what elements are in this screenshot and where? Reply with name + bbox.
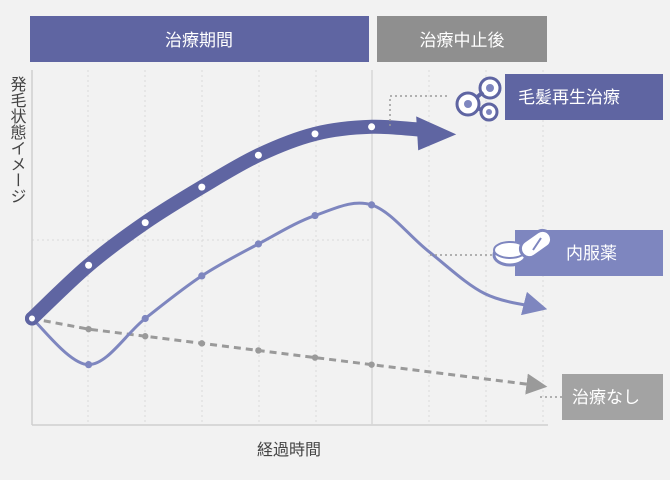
- data-point-hair-4: [254, 151, 262, 159]
- y-axis-label: 発毛状態イメージ: [8, 76, 27, 204]
- series-layer: [25, 116, 548, 395]
- phase-header: 治療期間 治療中止後: [30, 16, 547, 62]
- x-axis-label: 経過時間: [257, 440, 321, 459]
- legend-box-hair: [505, 74, 663, 120]
- legend-label-none: 治療なし: [572, 388, 640, 408]
- data-point-none-2: [198, 340, 205, 347]
- data-point-hair-1: [85, 261, 93, 269]
- data-point-none-4: [311, 354, 319, 361]
- series-arrowhead-hair: [416, 116, 457, 151]
- data-point-hair-2: [141, 219, 149, 227]
- molecule-icon: [455, 76, 502, 122]
- data-point-hair-0: [25, 311, 39, 326]
- series-line-none: [31, 317, 548, 395]
- legend-connectors: [389, 95, 562, 398]
- data-point-none-5: [368, 361, 375, 368]
- icons: [455, 76, 554, 267]
- series-line-hair: [25, 119, 436, 326]
- phase-bar-after: [377, 16, 547, 62]
- phase-label-after: 治療中止後: [420, 31, 505, 51]
- molecule-core-large: [464, 100, 472, 108]
- data-point-oral-1: [141, 314, 149, 323]
- legend-connector-hair: [389, 95, 450, 126]
- molecule-bond-2: [476, 106, 483, 112]
- data-point-oral-0: [85, 361, 93, 369]
- series-0: [25, 116, 457, 326]
- data-point-hair-6: [368, 123, 376, 131]
- data-point-oral-3: [254, 240, 262, 248]
- phase-label-treatment: 治療期間: [165, 31, 233, 51]
- data-point-hair-5: [311, 130, 319, 138]
- data-point-oral-4: [311, 211, 319, 220]
- molecule-core-top: [486, 84, 494, 92]
- pill-capsule-divider: [532, 237, 542, 251]
- series-2: [31, 317, 548, 395]
- legend: 毛髪再生治療 内服薬 治療なし: [505, 74, 663, 420]
- data-point-none-0: [85, 325, 92, 333]
- legend-label-oral: 内服薬: [566, 244, 617, 264]
- series-line-oral: [30, 201, 548, 367]
- data-point-oral-5: [368, 201, 376, 209]
- pill-icon: [492, 228, 554, 267]
- molecule-core-bottom: [486, 109, 492, 115]
- data-point-hair-3: [198, 183, 206, 191]
- legend-label-hair: 毛髪再生治療: [518, 88, 620, 108]
- molecule-bond-1: [474, 90, 485, 100]
- legend-box-none: [562, 374, 663, 420]
- series-1: [30, 201, 548, 369]
- data-point-none-3: [255, 347, 262, 354]
- phase-bar-treatment: [30, 16, 369, 62]
- data-point-oral-2: [198, 272, 206, 280]
- data-point-none-1: [142, 333, 149, 340]
